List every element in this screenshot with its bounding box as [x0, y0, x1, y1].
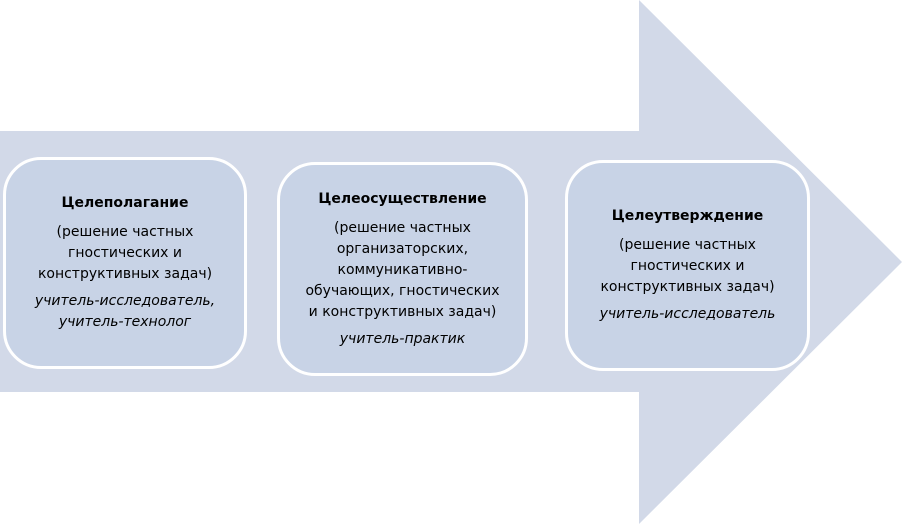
stage-title: Целеполагание — [61, 195, 189, 211]
stage-description: (решение частных организаторских, коммун… — [305, 219, 500, 320]
stage-goal-implementation: Целеосуществление (решение частных орган… — [277, 162, 528, 376]
stage-description: (решение частных гностических и конструк… — [37, 224, 213, 282]
stage-title: Целеосуществление — [318, 190, 487, 207]
stage-title: Целеутверждение — [611, 208, 764, 224]
stage-description: (решение частных гностических и конструк… — [600, 237, 775, 295]
stage-goal-setting: Целеполагание (решение частных гностичес… — [3, 157, 247, 369]
stage-role: учитель-исследователь, учитель-технолог — [34, 293, 216, 330]
stage-role: учитель-практик — [339, 330, 466, 347]
stage-role: учитель-исследователь — [599, 306, 776, 322]
stage-goal-affirmation: Целеутверждение (решение частных гностич… — [565, 160, 810, 371]
